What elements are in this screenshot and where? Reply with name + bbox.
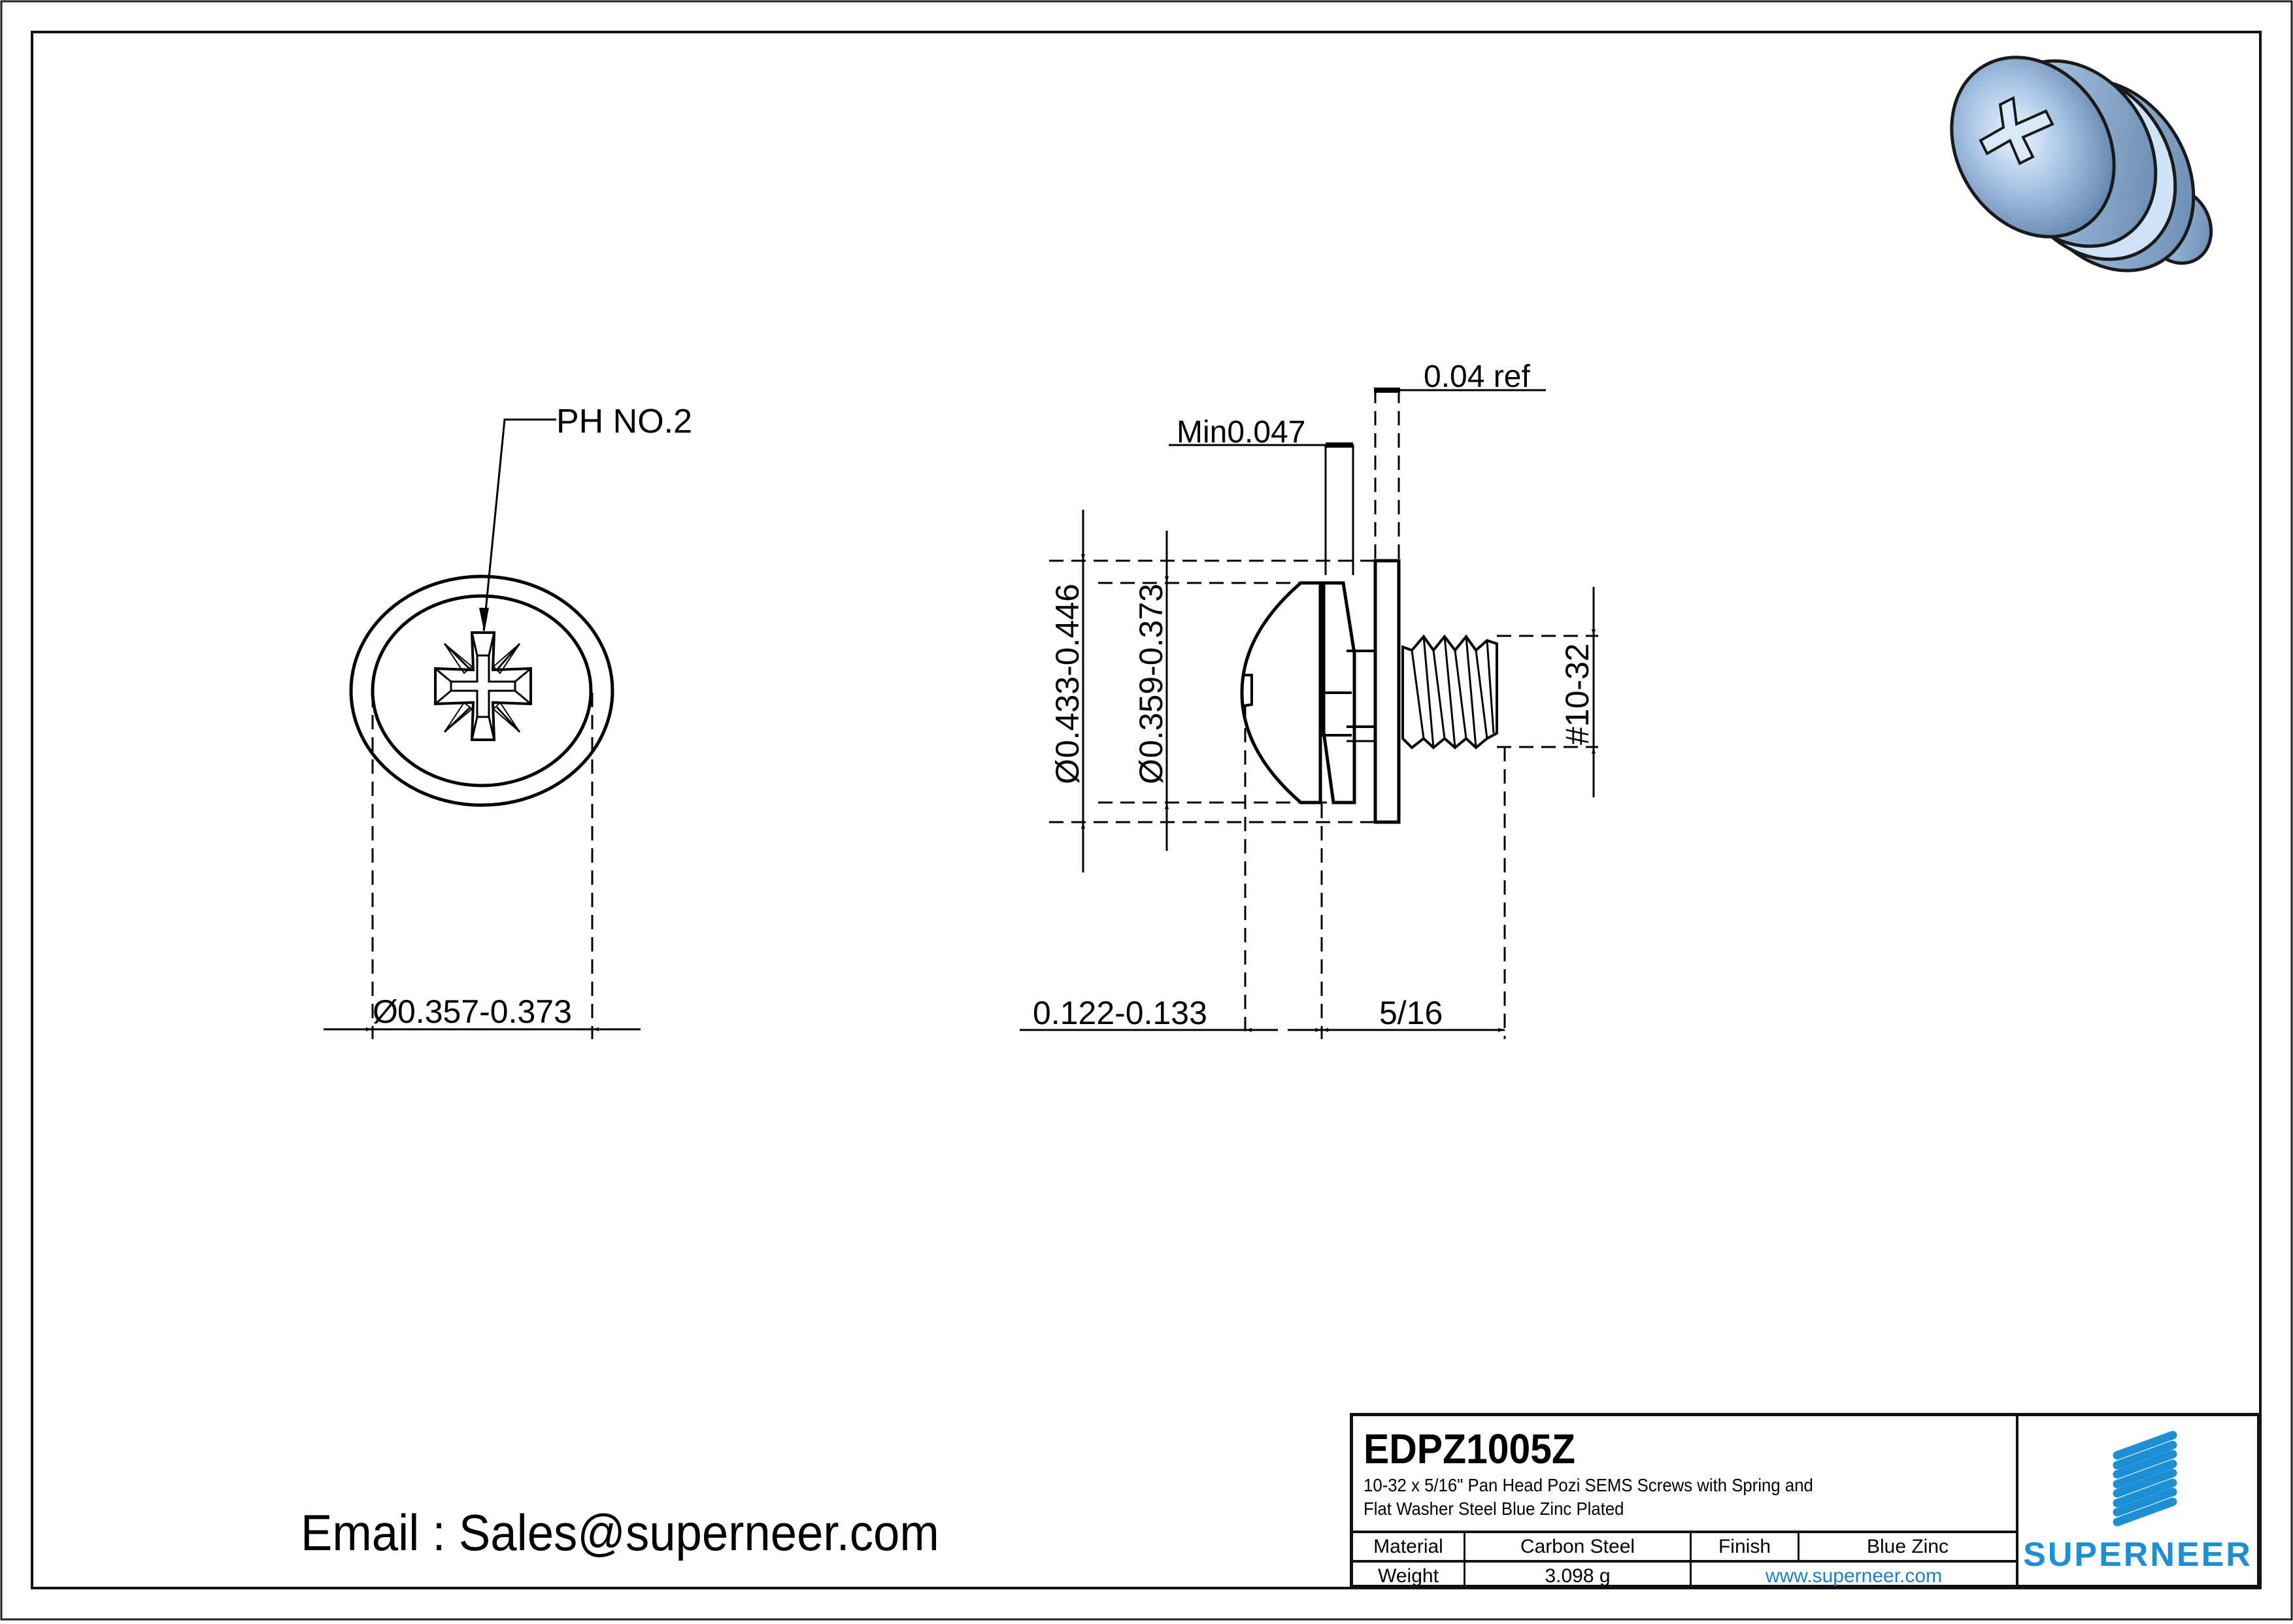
spec-row-weight: Weight 3.098 g www.superneer.com [1353, 1560, 2016, 1589]
thread [1401, 634, 1498, 750]
top-head-diameter-label: 0.357-0.373 [397, 993, 572, 1030]
side-view [1020, 388, 1598, 1039]
length-label: 5/16 [1379, 995, 1443, 1031]
flat-washer-thickness-label: 0.04 ref [1424, 359, 1530, 394]
flat-washer [1373, 559, 1401, 824]
weight-value: 3.098 g [1465, 1563, 1692, 1589]
3d-screw-render-icon [1950, 56, 2213, 273]
diagonal-stripes-logo-icon [2113, 1431, 2177, 1527]
spring-washer-thickness-label: Min0.047 [1177, 415, 1305, 450]
pan-head [1240, 581, 1322, 804]
contact-email[interactable]: Email : Sales@superneer.com [301, 1504, 939, 1561]
part-number: EDPZ1005Z [1364, 1425, 1575, 1472]
description-line-2: Flat Washer Steel Blue Zinc Plated [1364, 1499, 1624, 1519]
top-view [324, 418, 641, 1039]
head-od-symbol: Ø [1133, 759, 1169, 784]
description-line-1: 10-32 x 5/16" Pan Head Pozi SEMS Screws … [1364, 1475, 1813, 1495]
weight-label: Weight [1353, 1563, 1465, 1589]
title-block: EDPZ1005Z 10-32 x 5/16" Pan Head Pozi SE… [1350, 1413, 2260, 1589]
side-head-diameter-label: 0.359-0.373 [1133, 584, 1169, 758]
brand-name: SUPERNEER [2023, 1536, 2252, 1574]
spring-washer [1322, 581, 1356, 804]
spec-row-material: Material Carbon Steel Finish Blue Zinc [1353, 1531, 2016, 1560]
washer-od-symbol: Ø [1049, 759, 1086, 784]
material-value: Carbon Steel [1465, 1533, 1692, 1560]
thread-size-label: #10-32 [1559, 643, 1596, 745]
drive-callout-label: PH NO.2 [556, 403, 692, 440]
washer-od-label: 0.433-0.446 [1049, 584, 1086, 758]
inner-frame [31, 31, 2262, 1589]
finish-label: Finish [1692, 1533, 1799, 1560]
head-height-label: 0.122-0.133 [1033, 995, 1207, 1031]
head-inner-circle [371, 594, 593, 787]
brand-logo: SUPERNEER [2018, 1416, 2257, 1585]
pozidriv-recess-icon [434, 631, 532, 741]
finish-value: Blue Zinc [1866, 1535, 1949, 1557]
material-label: Material [1353, 1533, 1465, 1560]
website-link[interactable]: www.superneer.com [1765, 1565, 1943, 1587]
part-description: 10-32 x 5/16" Pan Head Pozi SEMS Screws … [1364, 1474, 1953, 1521]
title-block-main: EDPZ1005Z 10-32 x 5/16" Pan Head Pozi SE… [1353, 1416, 2018, 1589]
head-outer-circle [349, 574, 614, 807]
diameter-symbol: Ø [373, 993, 398, 1030]
